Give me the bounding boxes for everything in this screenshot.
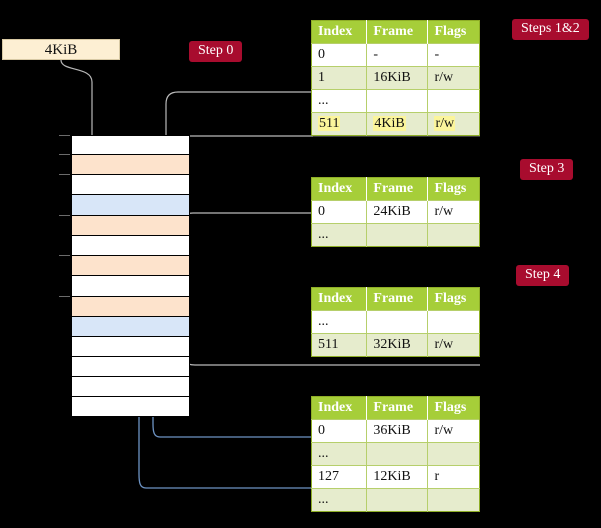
- column-header-frame: Frame: [366, 20, 429, 44]
- cell-flags: r/w: [427, 66, 480, 90]
- memory-frame-row: [72, 195, 189, 216]
- memory-frame-row: [72, 297, 189, 317]
- cell-flags: r: [427, 465, 480, 489]
- memory-frame-row: [72, 236, 189, 256]
- column-header-frame: Frame: [366, 177, 429, 201]
- cell-frame: [366, 89, 429, 113]
- memory-frame-row: [72, 337, 189, 357]
- table-row: ...: [311, 89, 480, 113]
- cell-index: 0: [311, 419, 368, 443]
- table-row: ...: [311, 442, 480, 466]
- highlighted-value: 4KiB: [373, 116, 406, 131]
- cell-flags: [427, 310, 480, 334]
- cell-frame: 32KiB: [366, 333, 429, 357]
- cell-frame: [366, 488, 429, 512]
- cell-index: ...: [311, 89, 368, 113]
- badge-step-4: Step 4: [516, 265, 570, 286]
- column-header-frame: Frame: [366, 287, 429, 311]
- cell-flags: [427, 223, 480, 247]
- memory-frame-row: [72, 377, 189, 397]
- memory-frame-row: [72, 216, 189, 236]
- column-header-index: Index: [311, 287, 368, 311]
- physical-memory-column: [71, 135, 190, 417]
- table-row: ...: [311, 488, 480, 512]
- cell-flags: [427, 89, 480, 113]
- virtual-address-box: 4KiB: [2, 39, 120, 60]
- cell-index: 0: [311, 200, 368, 224]
- cell-index: 511: [311, 112, 368, 136]
- column-header-flags: Flags: [427, 177, 480, 201]
- cell-index: 127: [311, 465, 368, 489]
- memory-frame-row: [72, 175, 189, 195]
- memory-row-tick: [59, 255, 70, 256]
- cell-flags: -: [427, 43, 480, 67]
- memory-frame-row: [72, 155, 189, 175]
- cell-frame: [366, 310, 429, 334]
- cell-flags: r/w: [427, 112, 480, 136]
- cell-index: ...: [311, 223, 368, 247]
- column-header-frame: Frame: [366, 396, 429, 420]
- cell-frame: 24KiB: [366, 200, 429, 224]
- cell-frame: [366, 442, 429, 466]
- cell-frame: -: [366, 43, 429, 67]
- highlighted-value: r/w: [434, 116, 456, 131]
- cell-index: 511: [311, 333, 368, 357]
- table-row: ...: [311, 223, 480, 247]
- column-header-flags: Flags: [427, 20, 480, 44]
- column-header-index: Index: [311, 396, 368, 420]
- memory-row-tick: [59, 296, 70, 297]
- memory-frame-row: [72, 317, 189, 337]
- memory-frame-row: [72, 136, 189, 155]
- cell-flags: r/w: [427, 419, 480, 443]
- memory-frame-row: [72, 357, 189, 377]
- table-row: 0--: [311, 43, 480, 67]
- cell-index: ...: [311, 442, 368, 466]
- cell-index: ...: [311, 310, 368, 334]
- column-header-flags: Flags: [427, 396, 480, 420]
- cell-index: 0: [311, 43, 368, 67]
- column-header-index: Index: [311, 177, 368, 201]
- cell-index: 1: [311, 66, 368, 90]
- cell-flags: [427, 488, 480, 512]
- memory-frame-row: [72, 397, 189, 417]
- cell-frame: 12KiB: [366, 465, 429, 489]
- memory-row-tick: [59, 215, 70, 216]
- highlighted-value: 511: [318, 116, 341, 131]
- cell-frame: [366, 223, 429, 247]
- cell-flags: [427, 442, 480, 466]
- badge-step-0: Step 0: [189, 41, 243, 62]
- memory-row-tick: [59, 135, 70, 136]
- cell-index: ...: [311, 488, 368, 512]
- cell-frame: 16KiB: [366, 66, 429, 90]
- memory-frame-row: [72, 276, 189, 297]
- memory-frame-row: [72, 256, 189, 276]
- badge-steps-1-2: Steps 1&2: [512, 19, 589, 40]
- table-row: ...: [311, 310, 480, 334]
- table-row: 511 4KiB r/w: [311, 112, 480, 136]
- column-header-flags: Flags: [427, 287, 480, 311]
- column-header-index: Index: [311, 20, 368, 44]
- badge-step-3: Step 3: [520, 159, 574, 180]
- cell-flags: r/w: [427, 200, 480, 224]
- cell-frame: 4KiB: [366, 112, 429, 136]
- cell-frame: 36KiB: [366, 419, 429, 443]
- memory-row-tick: [59, 174, 70, 175]
- cell-flags: r/w: [427, 333, 480, 357]
- memory-row-tick: [59, 154, 70, 155]
